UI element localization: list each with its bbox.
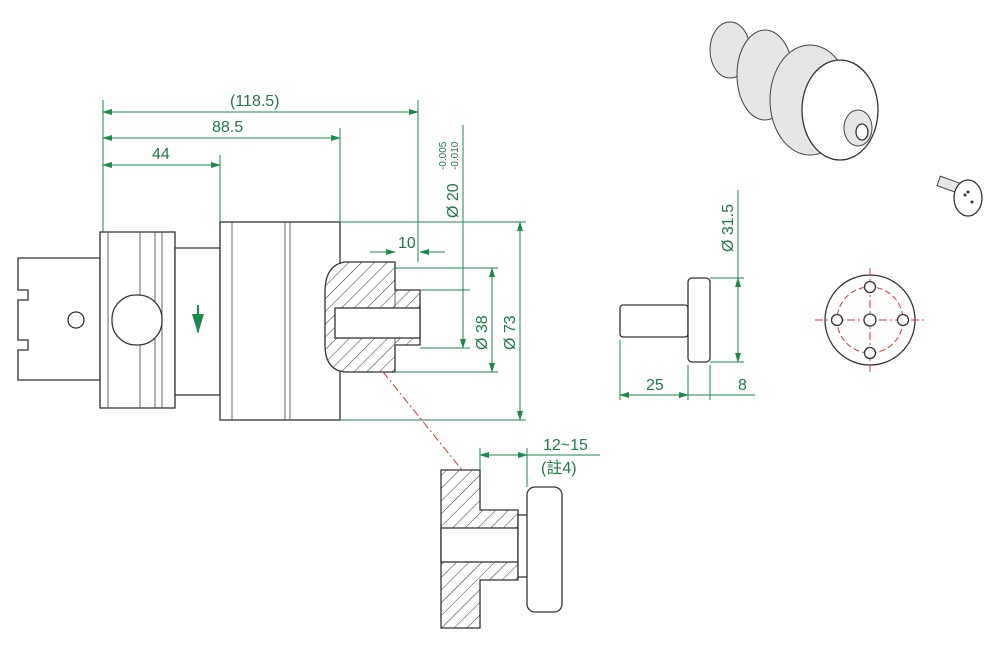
pin-side-view: Ø 31.5 25 8 [619,190,755,400]
dim-pin-tol-lower: -0.010 [450,141,461,170]
dim-shaft-length: 25 [646,377,664,394]
dim-shank-length: 44 [152,146,170,163]
holder-isometric-view [709,21,879,161]
pin-front-view [815,268,925,372]
main-dimensions: (118.5) 88.5 44 10 Ø 20 -0.005 -0.010 Ø … [102,93,526,421]
dim-head-diameter: Ø 31.5 [720,204,737,252]
dim-pin-tol-upper: -0.005 [438,141,449,170]
dim-gap-range: 12~15 [543,437,588,454]
dim-pin-diameter: Ø 20 [445,183,462,218]
detail-leader-line [382,371,463,471]
dim-overall-length: (118.5) [230,93,280,110]
dim-body-diameter: Ø 73 [502,315,519,350]
tool-holder-side-view [17,221,421,421]
pin-isometric-view [936,175,983,217]
dim-bore-diameter: Ø 38 [474,315,491,350]
dim-head-thickness: 8 [738,377,747,394]
detail-section-view: 12~15 (註4) [440,437,600,629]
dim-bore-depth: 10 [398,235,416,252]
dim-body-length: 88.5 [212,119,243,136]
dim-gap-note: (註4) [541,459,577,477]
